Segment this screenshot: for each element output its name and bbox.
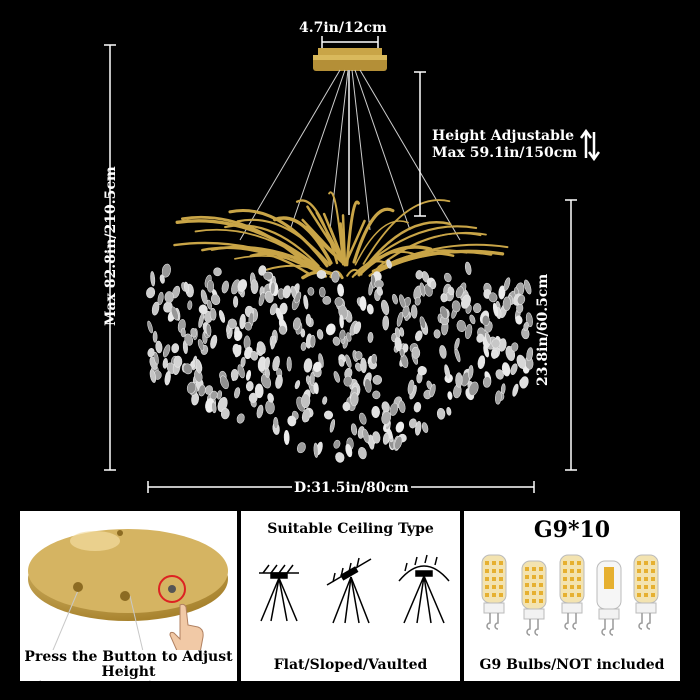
arrow-updown-icon (580, 128, 600, 162)
height-adjustable-line1: Height Adjustable (432, 128, 575, 144)
bulbs-title: G9*10 (533, 517, 611, 543)
vaulted-ceiling-icon (398, 554, 450, 624)
diameter-label: D:31.5in/80cm (292, 480, 411, 496)
g9-bulb-icon (633, 554, 659, 630)
g9-bulb-icon (481, 554, 507, 630)
sloped-ceiling-icon (326, 557, 372, 624)
height-adjustable-line2: Max 59.1in/150cm (432, 145, 578, 161)
g9-bulb-icon (596, 560, 622, 636)
g9-bulbs-image (481, 554, 659, 636)
button-panel-label: Press the Button to Adjust Height (20, 650, 237, 680)
canopy-width-label: 4.7in/12cm (299, 20, 387, 36)
canopy-closeup-image (28, 529, 228, 681)
chandelier-illustration (104, 36, 577, 493)
suspension-wires (239, 69, 461, 241)
gold-branches (173, 191, 509, 280)
ceiling-canopy (313, 48, 387, 71)
bulbs-label: G9 Bulbs/NOT included (464, 650, 680, 680)
g9-bulb-icon (521, 560, 547, 636)
hand-pointer-icon (169, 603, 204, 654)
dimension-lines (104, 36, 577, 493)
flat-ceiling-icon (259, 564, 299, 622)
ceiling-type-label: Flat/Sloped/Vaulted (241, 650, 460, 680)
ceiling-type-title: Suitable Ceiling Type (267, 521, 434, 537)
height-adjustable-label: Height Adjustable Max 59.1in/150cm (432, 128, 577, 162)
g9-bulb-icon (559, 554, 585, 630)
crystal-drops (146, 259, 534, 463)
max-height-label: Max 82.8in/210.5cm (103, 166, 119, 326)
body-height-label: 23.8in/60.5cm (535, 273, 551, 386)
